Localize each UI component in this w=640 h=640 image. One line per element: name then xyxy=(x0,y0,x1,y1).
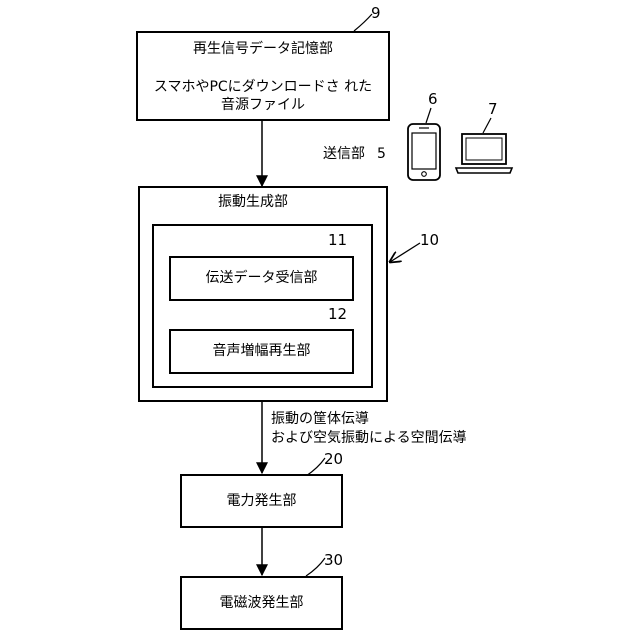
storage-desc-line2: 音源ファイル xyxy=(136,96,390,114)
playback-data-storage-title: 再生信号データ記憶部 xyxy=(136,40,390,58)
ref-numeral-12: 12 xyxy=(328,305,347,323)
ref-numeral-11: 11 xyxy=(328,231,347,249)
ref-numeral-5: 5 xyxy=(377,145,386,163)
data-receiver-label: 伝送データ受信部 xyxy=(169,269,354,287)
leader-line-7 xyxy=(483,118,491,133)
power-generator-label: 電力発生部 xyxy=(180,492,343,510)
conduction-note-line2: および空気振動による空間伝導 xyxy=(271,429,467,447)
leader-line-6 xyxy=(426,108,431,123)
vibration-generator-title: 振動生成部 xyxy=(218,193,288,211)
leader-line-30 xyxy=(306,558,325,576)
leader-arrow-10 xyxy=(390,243,420,262)
conduction-note-line1: 振動の筐体伝導 xyxy=(271,410,369,428)
transmitter-label: 送信部 xyxy=(323,145,365,163)
ref-numeral-20: 20 xyxy=(324,450,343,468)
ref-numeral-10: 10 xyxy=(420,231,439,249)
leader-line-9 xyxy=(354,14,372,31)
smartphone-icon xyxy=(408,124,440,180)
em-wave-generator-label: 電磁波発生部 xyxy=(180,594,343,612)
ref-numeral-30: 30 xyxy=(324,551,343,569)
ref-numeral-9: 9 xyxy=(371,4,381,22)
laptop-icon xyxy=(456,134,512,173)
ref-numeral-6: 6 xyxy=(428,90,438,108)
ref-numeral-7: 7 xyxy=(488,100,498,118)
storage-desc-line1: スマホやPCにダウンロードさ れた xyxy=(136,78,390,96)
audio-amp-label: 音声増幅再生部 xyxy=(169,342,354,360)
